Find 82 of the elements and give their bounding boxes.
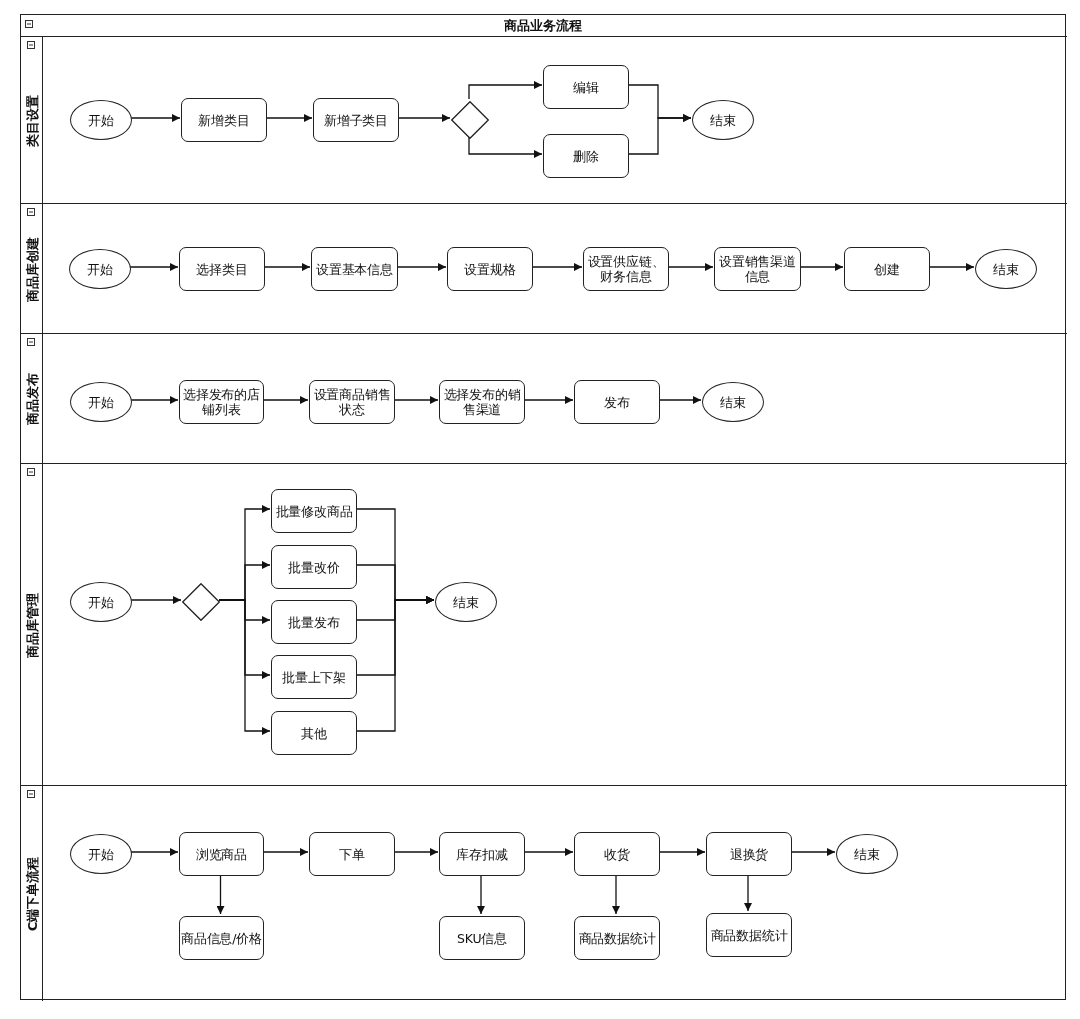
arrow [928, 263, 975, 271]
arrow [523, 396, 574, 404]
arrow [790, 848, 836, 856]
process-box: 浏览商品 [179, 832, 264, 876]
swimlane [21, 36, 1067, 203]
terminal-ellipse: 开始 [70, 582, 132, 622]
lane-label: 商品发布 [24, 373, 40, 425]
arrow [397, 114, 451, 122]
arrow [612, 873, 620, 915]
arrow [468, 136, 543, 158]
arrow [799, 263, 844, 271]
process-box: 新增类目 [181, 98, 267, 142]
arrow [130, 396, 179, 404]
swimlane [21, 463, 1067, 785]
process-box: 下单 [309, 832, 395, 876]
arrow [263, 263, 311, 271]
process-box: 批量改价 [271, 545, 357, 589]
process-box: 选择发布的销售渠道 [439, 380, 525, 424]
swimlane [21, 785, 1067, 1001]
terminal-ellipse: 结束 [702, 382, 764, 422]
arrow [523, 848, 574, 856]
process-box: 商品数据统计 [706, 913, 792, 957]
process-box: 批量修改商品 [271, 489, 357, 533]
pool-frame [20, 14, 1066, 1000]
arrow [129, 263, 179, 271]
process-box: 商品信息/价格 [179, 916, 264, 960]
decision-diamond [182, 583, 220, 621]
arrow [130, 596, 182, 604]
lane-label: 商品库管理 [24, 592, 40, 658]
process-box: 设置规格 [447, 247, 533, 291]
process-box: 删除 [543, 134, 629, 178]
process-box: 编辑 [543, 65, 629, 109]
arrow [744, 873, 752, 912]
process-box: 批量发布 [271, 600, 357, 644]
terminal-ellipse: 结束 [692, 100, 754, 140]
process-box: 设置销售渠道信息 [714, 247, 801, 291]
decision-diamond [451, 101, 489, 139]
arrow [667, 263, 714, 271]
terminal-ellipse: 开始 [69, 249, 131, 289]
process-box: 其他 [271, 711, 357, 755]
process-box: 设置基本信息 [311, 247, 398, 291]
process-box: 选择发布的店铺列表 [179, 380, 264, 424]
process-box: 库存扣减 [439, 832, 525, 876]
arrow [468, 81, 543, 100]
process-box: 选择类目 [179, 247, 265, 291]
arrow [130, 848, 179, 856]
process-box: 设置供应链、财务信息 [583, 247, 669, 291]
terminal-ellipse: 结束 [435, 582, 497, 622]
swimlane [21, 203, 1067, 333]
terminal-ellipse: 开始 [70, 382, 132, 422]
process-box: 新增子类目 [313, 98, 399, 142]
arrow [130, 114, 181, 122]
terminal-ellipse: 开始 [70, 100, 132, 140]
lane-label: 商品库创建 [24, 236, 40, 302]
arrow [658, 396, 702, 404]
process-box: 设置商品销售状态 [309, 380, 395, 424]
process-box: 批量上下架 [271, 655, 357, 699]
arrow [477, 873, 485, 915]
process-box: 退换货 [706, 832, 792, 876]
arrow [262, 396, 309, 404]
process-box: 商品数据统计 [574, 916, 660, 960]
process-box: 创建 [844, 247, 930, 291]
lane-label: C端下单流程 [24, 856, 40, 932]
arrow [265, 114, 313, 122]
lane-label: 类目设置 [24, 94, 40, 147]
terminal-ellipse: 结束 [836, 834, 898, 874]
arrow [216, 873, 225, 915]
process-box: 发布 [574, 380, 660, 424]
terminal-ellipse: 结束 [975, 249, 1037, 289]
arrow [627, 114, 692, 155]
pool-heading: 商品业务流程 [504, 18, 582, 33]
arrow [393, 396, 439, 404]
process-box: SKU信息 [439, 916, 525, 960]
terminal-ellipse: 开始 [70, 834, 132, 874]
swimlane [21, 333, 1067, 463]
arrow [262, 848, 309, 856]
arrow [531, 263, 583, 271]
arrow [355, 596, 435, 732]
process-box: 收货 [574, 832, 660, 876]
arrow [393, 848, 439, 856]
arrow [396, 263, 447, 271]
arrow [658, 848, 706, 856]
